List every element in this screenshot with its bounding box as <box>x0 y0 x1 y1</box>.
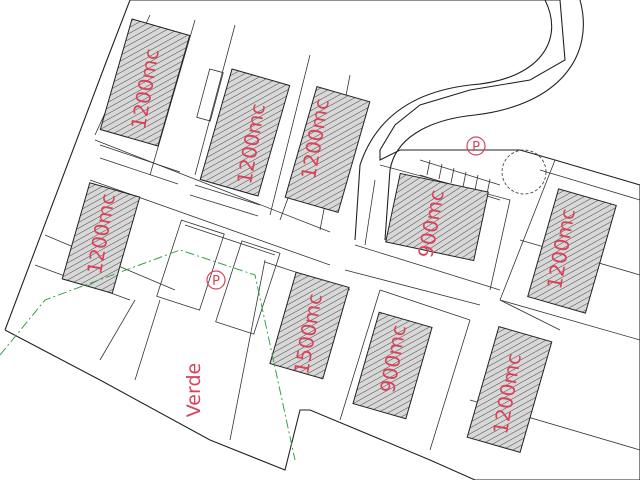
building-footprint <box>99 18 191 147</box>
parking-symbol-1: P <box>466 136 486 156</box>
building-footprint <box>269 271 350 380</box>
building-footprint <box>466 326 553 453</box>
access-road <box>354 0 553 241</box>
building-footprint <box>385 172 489 262</box>
building-footprint <box>61 182 141 294</box>
green-boundary-line <box>0 249 296 461</box>
green-area-label: Verde <box>183 363 205 417</box>
building-footprint <box>284 86 371 213</box>
site-boundary <box>4 0 640 480</box>
parking-symbol-text: P <box>212 274 220 289</box>
buildings <box>61 18 617 453</box>
building-footprint <box>199 68 291 197</box>
parking-symbol-text: P <box>472 140 480 155</box>
access-road-inner <box>384 0 584 241</box>
building-footprint <box>352 311 433 420</box>
building-footprint <box>527 188 617 314</box>
roundabout <box>501 149 547 195</box>
parking-symbol-2: P <box>206 270 226 290</box>
